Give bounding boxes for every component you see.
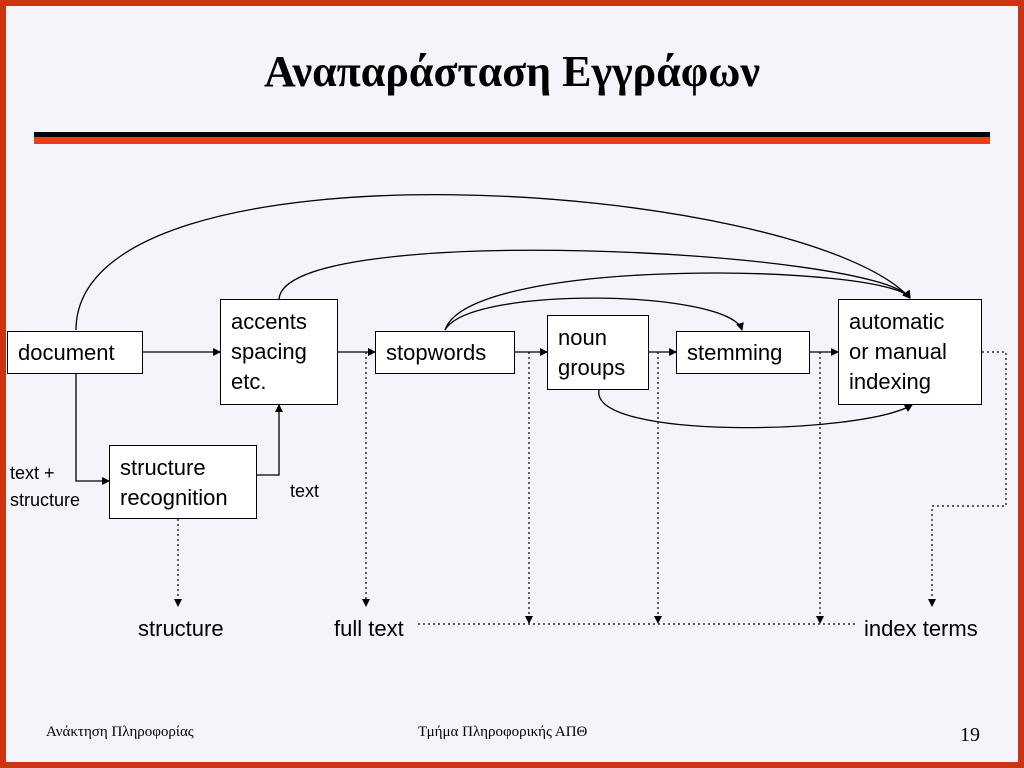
stemming-box: stemming [676,331,810,374]
accents-label: accents [231,309,307,334]
etc-label: etc. [231,369,267,394]
arrow-document-to-structure [75,373,110,485]
text-structure-label: text + structure [10,463,81,510]
accents-box: accents spacing etc. [220,299,338,405]
structure-label: structure [120,455,206,480]
page-number: 19 [960,724,980,746]
stemming-label: stemming [687,340,783,365]
recognition-label: recognition [120,485,228,510]
stopwords-box: stopwords [375,331,515,374]
full-text-output-label: full text [334,616,404,641]
document-label: document [18,340,115,365]
text-label: text [290,481,320,501]
groups-label: groups [558,355,626,380]
arrow-structure-to-accents [257,404,283,476]
slide-title: Αναπαράσταση Εγγράφων [263,47,761,96]
spacing-label: spacing [231,339,307,364]
automatic-label: automatic [849,309,945,334]
or-manual-label: or manual [849,339,947,364]
curve-document-to-indexing [75,194,911,331]
structure-recognition-box: structure recognition [109,445,257,519]
document-box: document [7,331,143,374]
title-rule [34,132,990,144]
indexing-box: automatic or manual indexing [838,299,982,405]
indexing-label: indexing [849,369,931,394]
curve-stopwords-to-indexing [444,272,911,331]
curve-noun-to-indexing [598,389,913,429]
noun-groups-box: noun groups [547,315,649,390]
stopwords-label: stopwords [386,340,487,365]
footer-department: Τμήμα Πληροφορικής ΑΠΘ [418,724,588,740]
index-terms-output-label: index terms [864,616,978,641]
footer-course: Ανάκτηση Πληροφορίας [46,724,194,740]
noun-label: noun [558,325,607,350]
curve-stopwords-to-stemming [444,297,744,331]
dotted-indexing-output [928,351,1007,607]
structure-output-label: structure [138,616,224,641]
curve-accents-to-indexing [278,249,911,300]
